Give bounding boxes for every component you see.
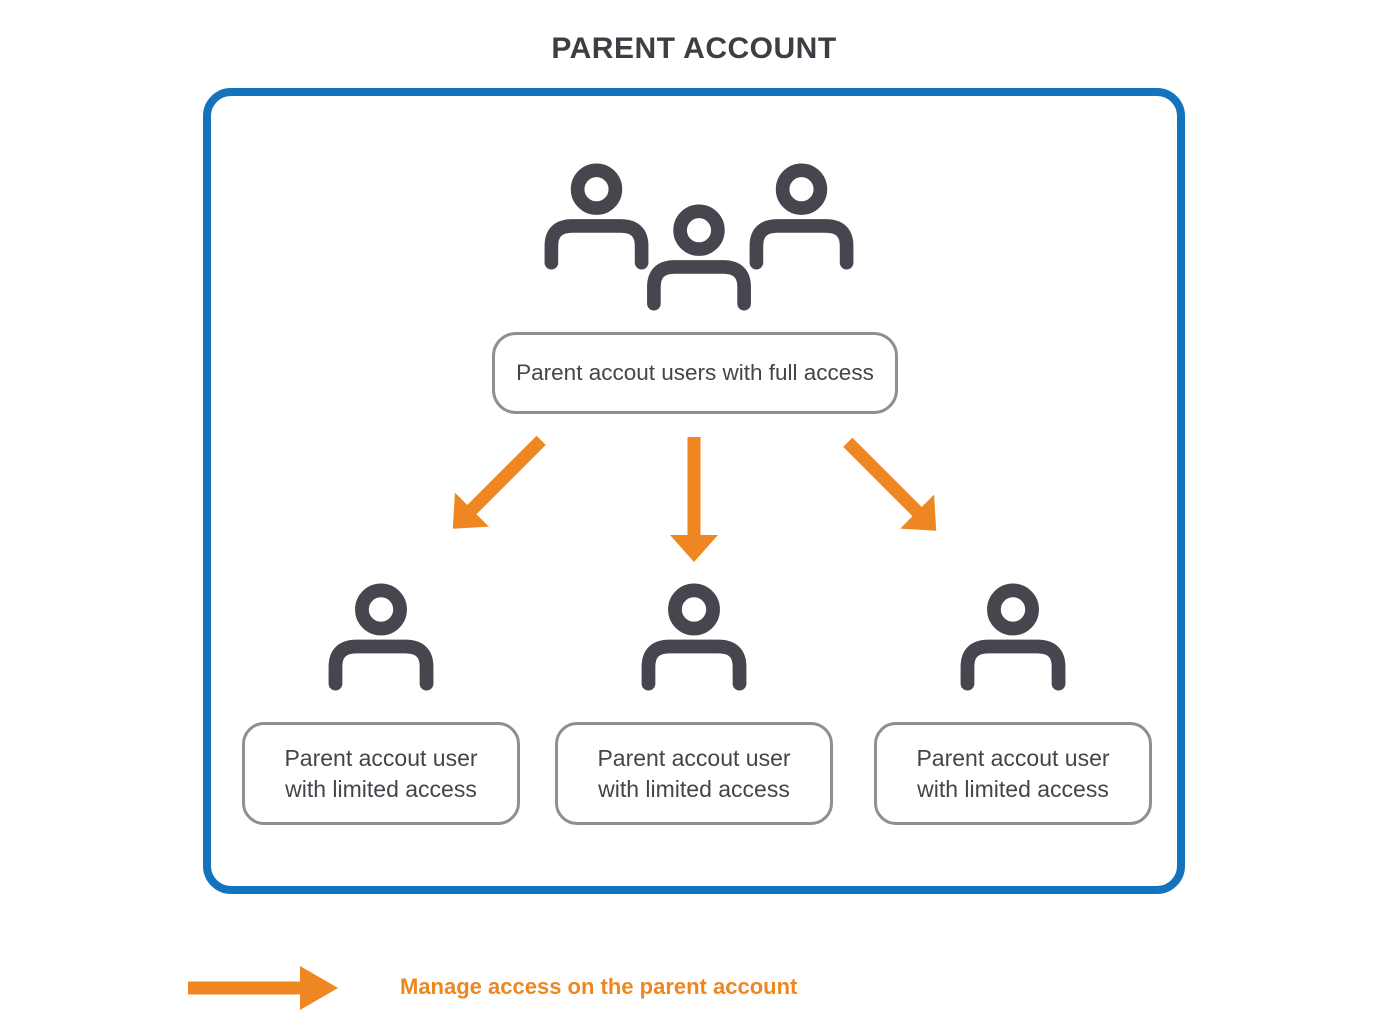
child-node-limited-access: Parent accout user with limited access [555, 722, 833, 825]
down-left-arrow [436, 423, 558, 545]
child-node-label-line1: Parent accout user [597, 744, 791, 771]
page-title: PARENT ACCOUNT [551, 32, 837, 65]
child-node-label-line1: Parent accout user [916, 744, 1110, 771]
users-group-icon [544, 163, 854, 313]
root-node-full-access: Parent accout users with full access [492, 332, 898, 414]
right-arrow-icon [188, 966, 338, 1015]
down-arrow [670, 437, 718, 562]
child-node-label-line2: with limited access [598, 775, 790, 802]
child-node-label-line2: with limited access [917, 775, 1109, 802]
user-icon [641, 583, 747, 691]
legend-label: Manage access on the parent account [400, 974, 798, 999]
child-node-limited-access: Parent accout user with limited access [242, 722, 520, 825]
child-node-label-line2: with limited access [285, 775, 477, 802]
root-node-label: Parent accout users with full access [516, 360, 874, 385]
user-icon [328, 583, 434, 691]
user-icon [960, 583, 1066, 691]
child-node-limited-access: Parent accout user with limited access [874, 722, 1152, 825]
down-right-arrow [831, 425, 953, 547]
child-node-label-line1: Parent accout user [284, 744, 478, 771]
